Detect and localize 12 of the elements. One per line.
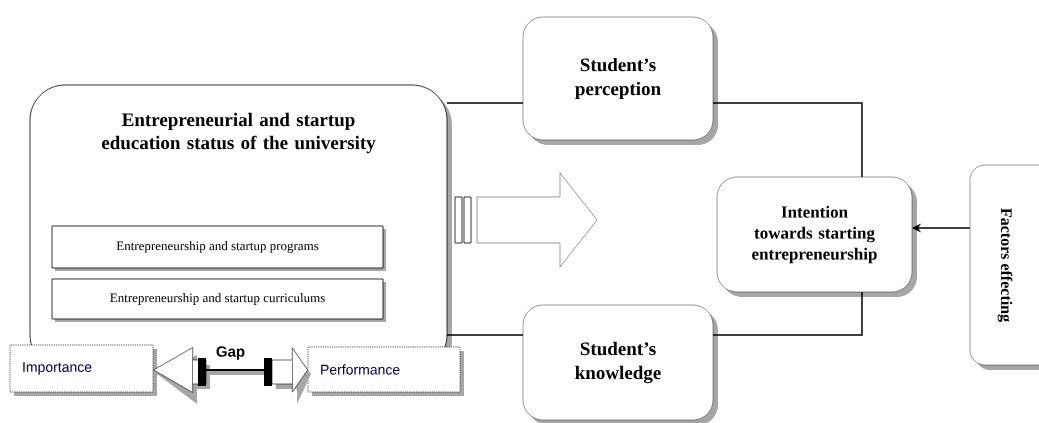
connector-line (712, 291, 863, 336)
concept-box: Intention towards starting entrepreneurship (716, 176, 917, 297)
connector-line (446, 334, 524, 336)
factor-box: Factors effecting (969, 164, 1039, 370)
edge-label: Gap (214, 345, 247, 361)
concept-box: Student’s knowledge (522, 304, 718, 423)
connector-line (712, 102, 863, 178)
item-box: Entrepreneurship and startup programs (51, 225, 386, 271)
connector-line (446, 102, 524, 104)
concept-box: Student’s perception (522, 16, 718, 145)
gap-arrow (153, 347, 311, 404)
item-box: Entrepreneurship and startup curriculums (51, 278, 386, 322)
